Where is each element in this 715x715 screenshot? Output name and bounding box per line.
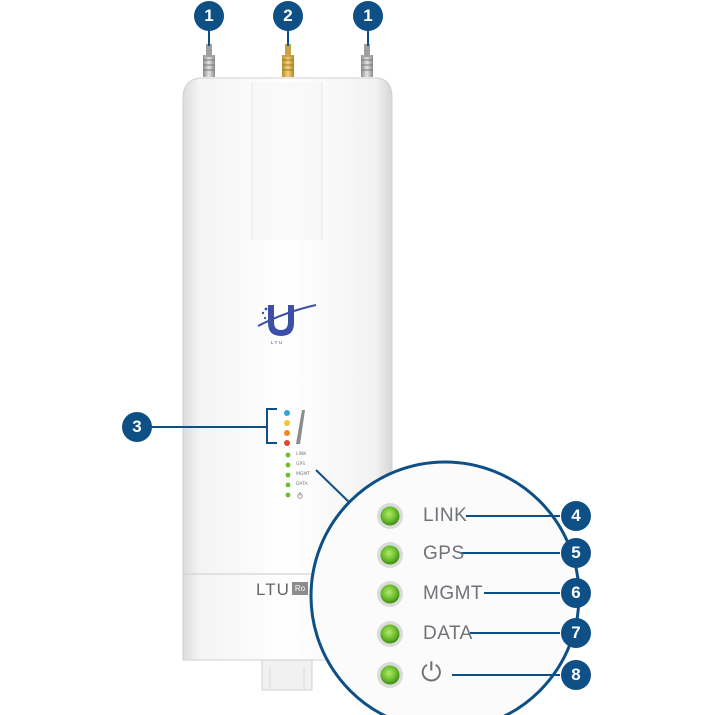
device-led-label-mgmt: MGMT (296, 472, 311, 477)
device-led-label-link: LINK (296, 452, 307, 457)
zoom-leds (377, 503, 403, 688)
callout-1-left: 1 (194, 1, 224, 31)
led-label-link: LINK (423, 505, 468, 526)
zoom-inset (309, 460, 581, 715)
callout-8: 8 (561, 660, 591, 690)
device-led-label-gps: GPS (296, 462, 306, 467)
callout-7: 7 (561, 618, 591, 648)
connector-left (203, 44, 215, 77)
model-label: LTU (256, 580, 290, 599)
connector-right (361, 44, 373, 77)
logo-text: LTU (271, 340, 284, 345)
status-leds-small (285, 452, 303, 499)
callout-3: 3 (122, 412, 152, 442)
connector-center-gps (282, 44, 294, 77)
model-suffix-badge: Ro (292, 582, 308, 595)
power-icon: ⏻ (421, 658, 442, 688)
led-label-data: DATA (423, 623, 473, 644)
callout-2: 2 (273, 1, 303, 31)
callout-1-right: 1 (353, 1, 383, 31)
led-label-gps: GPS (423, 543, 465, 564)
signal-strength-leds (284, 410, 305, 446)
led-label-mgmt: MGMT (423, 583, 484, 604)
ubiquiti-logo (257, 304, 317, 336)
callout-6: 6 (561, 578, 591, 608)
device-led-label-data: DATA (296, 482, 308, 487)
callout-5: 5 (561, 538, 591, 568)
callout-4: 4 (561, 501, 591, 531)
